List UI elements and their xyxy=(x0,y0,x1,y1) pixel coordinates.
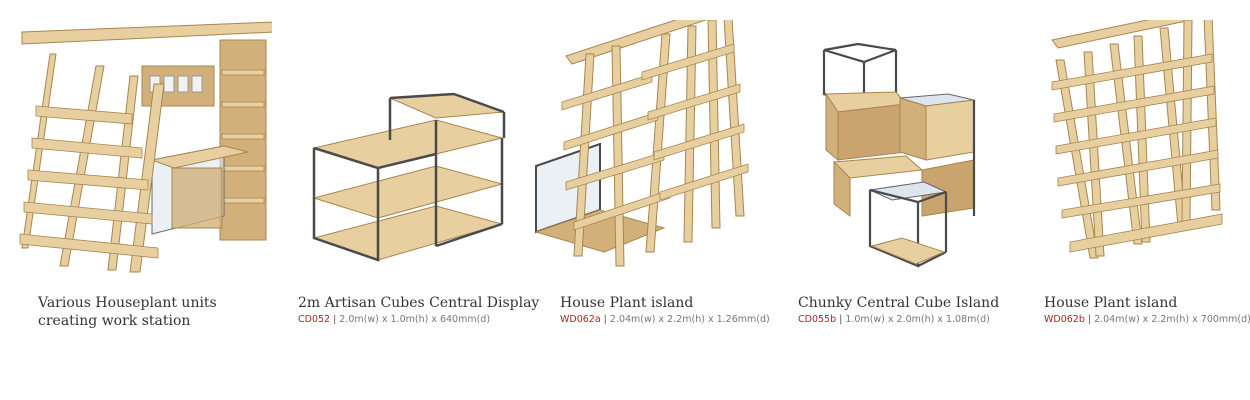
house-plant-island-a-image[interactable] xyxy=(534,20,784,280)
wooden-a-frame-icon xyxy=(19,21,272,273)
product-code: CD055b xyxy=(798,314,837,325)
product-code: WD062b xyxy=(1044,314,1085,325)
separator: | xyxy=(603,314,607,325)
wooden-a-frame-island-icon xyxy=(534,20,749,267)
product-code: CD052 xyxy=(298,314,331,325)
product-dimensions: 2.0m(w) x 1.0m(h) x 640mm(d) xyxy=(339,314,491,325)
product-meta: CD055b|1.0m(w) x 2.0m(h) x 1.08m(d) xyxy=(798,314,990,326)
product-meta: WD062b|2.04m(w) x 2.2m(h) x 700mm(d) xyxy=(1044,314,1250,326)
chunky-cube-island-image[interactable] xyxy=(798,20,1018,280)
product-title[interactable]: House Plant island xyxy=(1044,295,1178,311)
product-title[interactable]: Various Houseplant units creating work s… xyxy=(38,295,217,329)
product-card-house-plant-island-a[interactable]: House Plant island WD062a|2.04m(w) x 2.2… xyxy=(534,0,784,400)
product-card-artisan-cubes[interactable]: 2m Artisan Cubes Central Display CD052|2… xyxy=(298,0,539,400)
wooden-a-frame-island-icon xyxy=(1051,20,1223,259)
product-meta: CD052|2.0m(w) x 1.0m(h) x 640mm(d) xyxy=(298,314,490,326)
product-title[interactable]: House Plant island xyxy=(560,295,694,311)
product-card-chunky-cube-island[interactable]: Chunky Central Cube Island CD055b|1.0m(w… xyxy=(798,0,1018,400)
artisan-cubes-image[interactable] xyxy=(298,20,528,280)
product-card-house-plant-island-b[interactable]: House Plant island WD062b|2.04m(w) x 2.2… xyxy=(1044,0,1250,400)
separator: | xyxy=(1087,314,1092,325)
product-dimensions: 2.04m(w) x 2.2m(h) x 1.26mm(d) xyxy=(609,314,770,325)
product-dimensions: 2.04m(w) x 2.2m(h) x 700mm(d) xyxy=(1094,314,1250,325)
separator: | xyxy=(333,314,337,325)
product-code: WD062a xyxy=(560,314,601,325)
stacked-cube-island-icon xyxy=(822,42,976,268)
house-plant-island-b-image[interactable] xyxy=(1044,20,1250,280)
product-meta: WD062a|2.04m(w) x 2.2m(h) x 1.26mm(d) xyxy=(560,314,770,326)
work-station-image[interactable] xyxy=(12,20,272,280)
metal-cube-display-icon xyxy=(312,92,506,262)
product-title[interactable]: Chunky Central Cube Island xyxy=(798,295,1000,311)
separator: | xyxy=(839,314,843,325)
product-card-work-station[interactable]: Various Houseplant units creating work s… xyxy=(12,0,272,400)
product-title[interactable]: 2m Artisan Cubes Central Display xyxy=(298,295,540,311)
product-dimensions: 1.0m(w) x 2.0m(h) x 1.08m(d) xyxy=(845,314,990,325)
